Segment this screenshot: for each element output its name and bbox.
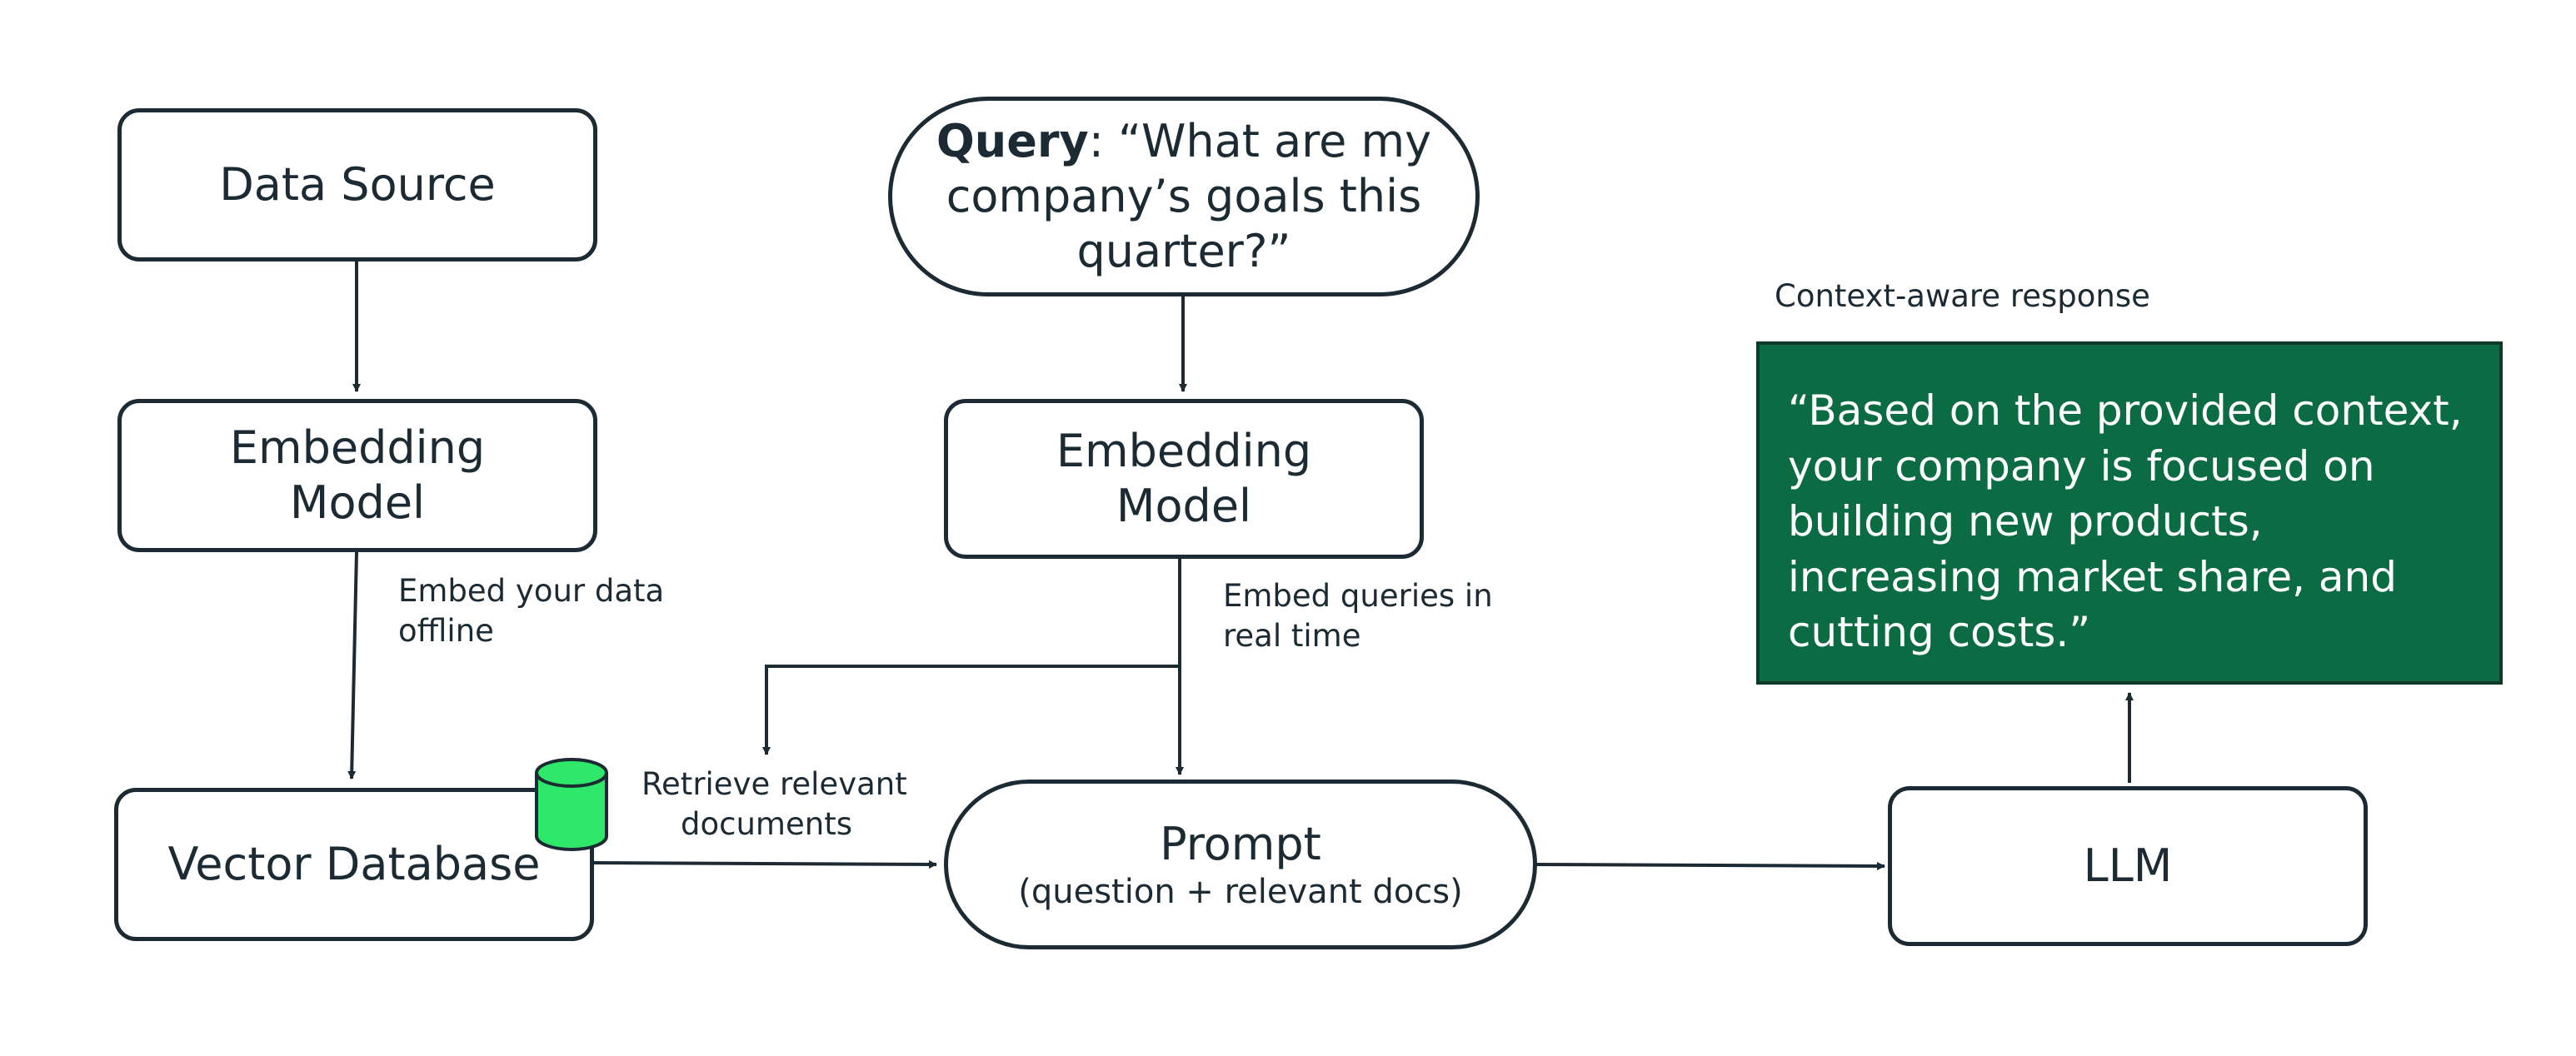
retrieve-line1: Retrieve relevant — [642, 766, 907, 802]
query-bold-label: Query — [936, 115, 1089, 168]
response-line5: cutting costs.” — [1788, 608, 2091, 656]
arrow-embed-to-vectordb — [347, 551, 358, 780]
response-line1: “Based on the provided context, — [1788, 386, 2463, 435]
llm-label: LLM — [2083, 839, 2173, 893]
query-text-line1: : “What are my — [1088, 115, 1432, 168]
embed-realtime-line2: real time — [1223, 618, 1361, 655]
database-icon — [535, 758, 608, 851]
context-aware-label: Context-aware response — [1775, 278, 2150, 314]
data-source-label: Data Source — [219, 158, 496, 212]
retrieve-label: Retrieve relevant documents — [642, 765, 907, 844]
prompt-title: Prompt — [1160, 818, 1321, 871]
arrow-retrieve-branch — [762, 665, 1180, 755]
retrieve-line2: documents — [681, 806, 852, 843]
embedding-model-mid-node: Embedding Model — [944, 399, 1424, 559]
response-line2: your company is focused on — [1788, 441, 2375, 491]
embedding-model-left-node: Embedding Model — [117, 399, 597, 552]
embedding-model-left-line1: Embedding — [229, 421, 486, 475]
vector-database-node: Vector Database — [114, 788, 594, 941]
data-source-node: Data Source — [117, 108, 597, 262]
embed-offline-line1: Embed your data — [398, 573, 665, 609]
embed-realtime-label: Embed queries in real time — [1223, 576, 1493, 656]
embedding-model-mid-line1: Embedding — [1056, 425, 1312, 478]
embedding-model-mid-line2: Model — [1116, 480, 1252, 532]
query-text-line3: quarter?” — [1076, 224, 1291, 277]
arrow-prompt-to-llm — [1534, 861, 1885, 870]
embed-offline-line2: offline — [398, 613, 494, 650]
embedding-model-left-line2: Model — [289, 476, 426, 529]
embed-realtime-line1: Embed queries in — [1223, 578, 1493, 614]
response-box: “Based on the provided context, your com… — [1756, 341, 2503, 685]
arrow-vectordb-to-prompt — [592, 859, 937, 869]
query-line1: Query: “What are my — [936, 114, 1431, 169]
embed-offline-label: Embed your data offline — [398, 571, 664, 651]
llm-node: LLM — [1888, 786, 2368, 946]
response-line3: building new products, — [1788, 497, 2263, 545]
prompt-node: Prompt (question + relevant docs) — [944, 780, 1537, 949]
query-text-line2: company’s goals this — [946, 170, 1422, 223]
query-node: Query: “What are my company’s goals this… — [888, 97, 1480, 296]
response-line4: increasing market share, and — [1788, 552, 2397, 601]
vector-database-label: Vector Database — [167, 838, 541, 891]
prompt-subtitle: (question + relevant docs) — [1018, 872, 1463, 911]
